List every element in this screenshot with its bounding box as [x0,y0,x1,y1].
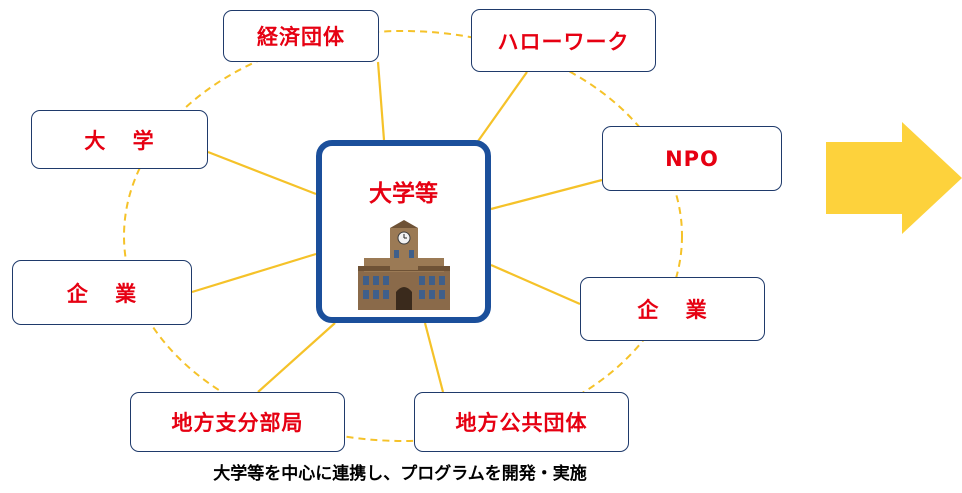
right-arrow-icon [826,122,962,234]
link-chiho-kokyo [423,322,445,393]
node-hellowork: ハローワーク [471,9,656,72]
node-keizai: 経済団体 [223,10,379,62]
diagram-caption: 大学等を中心に連携し、プログラムを開発・実施 [213,464,587,484]
link-chiho-shibu [257,322,336,393]
link-keizai [376,61,386,141]
node-daigaku: 大 学 [31,110,208,169]
link-hellowork [475,71,528,145]
node-kigyo-right: 企 業 [580,277,765,341]
center-node: 大学等 [316,140,491,323]
node-chiho-shibu: 地方支分部局 [130,392,345,452]
link-kigyo-left [191,252,317,294]
node-kigyo-left: 企 業 [12,260,192,325]
link-npo [490,178,603,211]
link-daigaku [207,150,317,196]
node-chiho-kokyo: 地方公共団体 [414,392,629,452]
link-kigyo-right [490,263,581,306]
network-circle [123,30,683,442]
node-npo: NPO [602,126,782,191]
university-building-icon [358,220,450,310]
center-label: 大学等 [369,181,438,207]
